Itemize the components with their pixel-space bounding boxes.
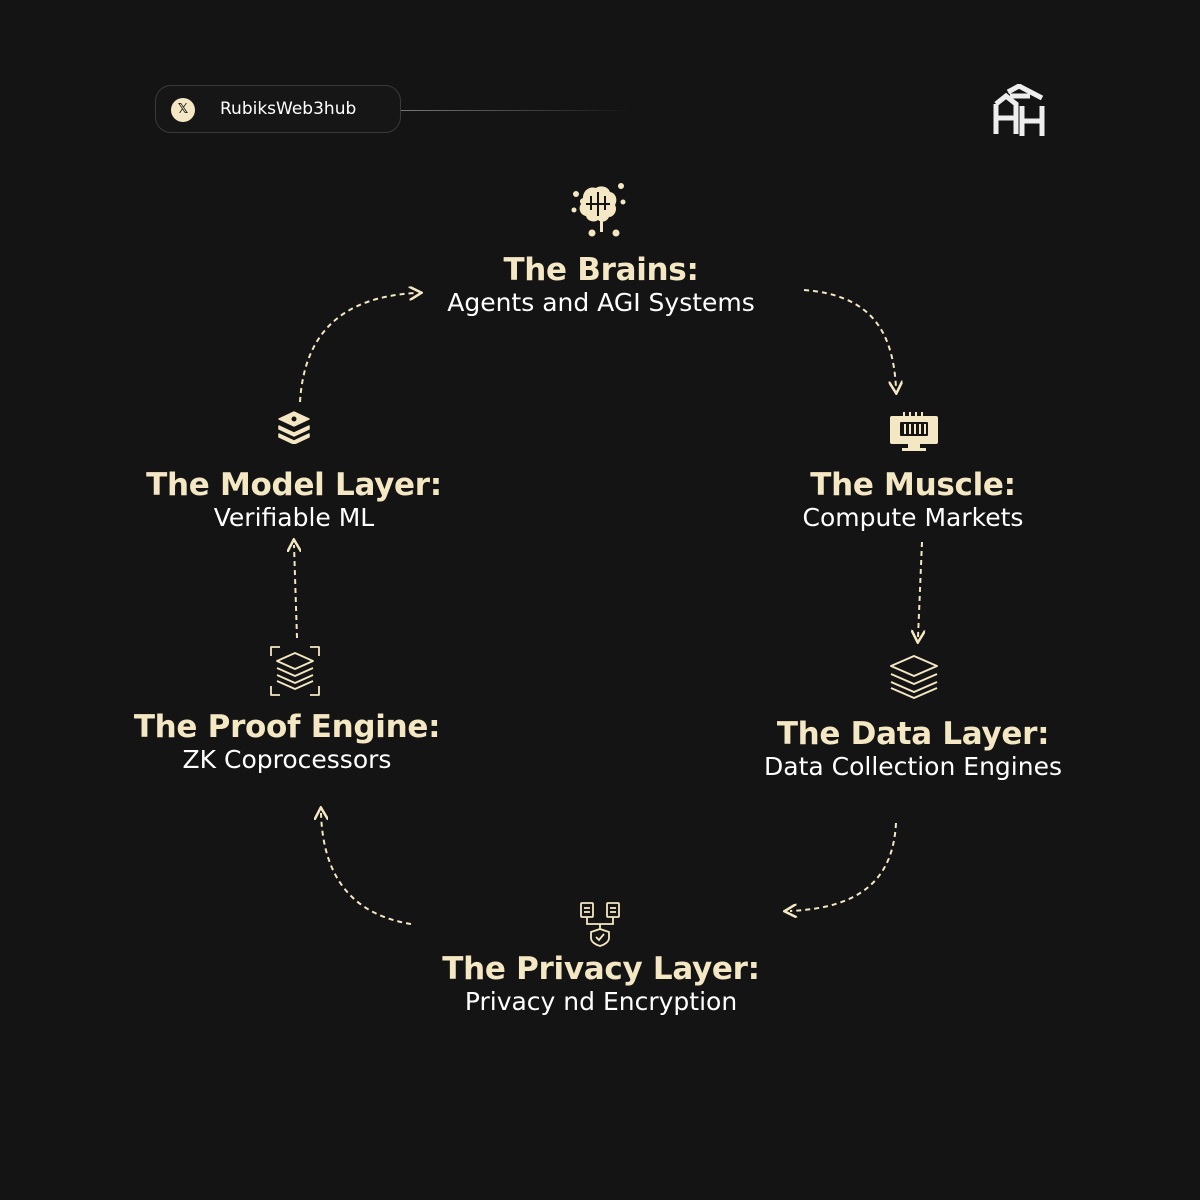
stacked-model-icon bbox=[278, 411, 310, 444]
node-brains: The Brains: Agents and AGI Systems bbox=[447, 252, 755, 318]
node-subtitle: Verifiable ML bbox=[213, 503, 375, 532]
node-data-layer: The Data Layer: Data Collection Engines bbox=[764, 716, 1062, 782]
node-muscle: The Muscle: Compute Markets bbox=[803, 467, 1024, 533]
arrow-privacy-to-proof bbox=[321, 813, 412, 925]
node-title: The Brains: bbox=[503, 252, 699, 288]
arrow-muscle-to-data bbox=[918, 541, 922, 637]
arrow-brains-to-muscle bbox=[803, 289, 896, 388]
node-subtitle: Data Collection Engines bbox=[764, 752, 1062, 781]
arrow-proof-to-model bbox=[294, 545, 297, 639]
monitor-gpu-icon bbox=[890, 412, 938, 451]
node-proof-engine: The Proof Engine: ZK Coprocessors bbox=[133, 709, 441, 775]
arrow-model-to-brains bbox=[299, 293, 416, 403]
node-title: The Proof Engine: bbox=[133, 709, 441, 745]
node-privacy-layer: The Privacy Layer: Privacy nd Encryption bbox=[442, 951, 760, 1017]
document-shield-icon bbox=[580, 902, 620, 947]
social-handle-pill[interactable]: 𝕏 RubiksWeb3hub bbox=[155, 85, 401, 133]
hexagon-logo-icon bbox=[993, 84, 1045, 136]
node-subtitle: Compute Markets bbox=[802, 503, 1024, 532]
x-logo-icon: 𝕏 bbox=[171, 98, 195, 122]
node-subtitle: ZK Coprocessors bbox=[182, 745, 392, 774]
node-subtitle: Privacy nd Encryption bbox=[464, 987, 738, 1016]
node-subtitle: Agents and AGI Systems bbox=[447, 288, 755, 317]
header-divider-line bbox=[401, 110, 631, 111]
arrow-data-to-privacy bbox=[790, 822, 897, 911]
node-title: The Model Layer: bbox=[146, 467, 442, 503]
node-title: The Data Layer: bbox=[776, 716, 1050, 752]
layers-stack-icon bbox=[890, 655, 938, 699]
node-title: The Muscle: bbox=[810, 467, 1016, 503]
social-handle-text: RubiksWeb3hub bbox=[220, 99, 357, 119]
brain-circuit-icon bbox=[571, 183, 626, 237]
scan-layers-icon bbox=[270, 646, 320, 696]
node-model-layer: The Model Layer: Verifiable ML bbox=[146, 467, 442, 533]
node-title: The Privacy Layer: bbox=[442, 951, 760, 987]
